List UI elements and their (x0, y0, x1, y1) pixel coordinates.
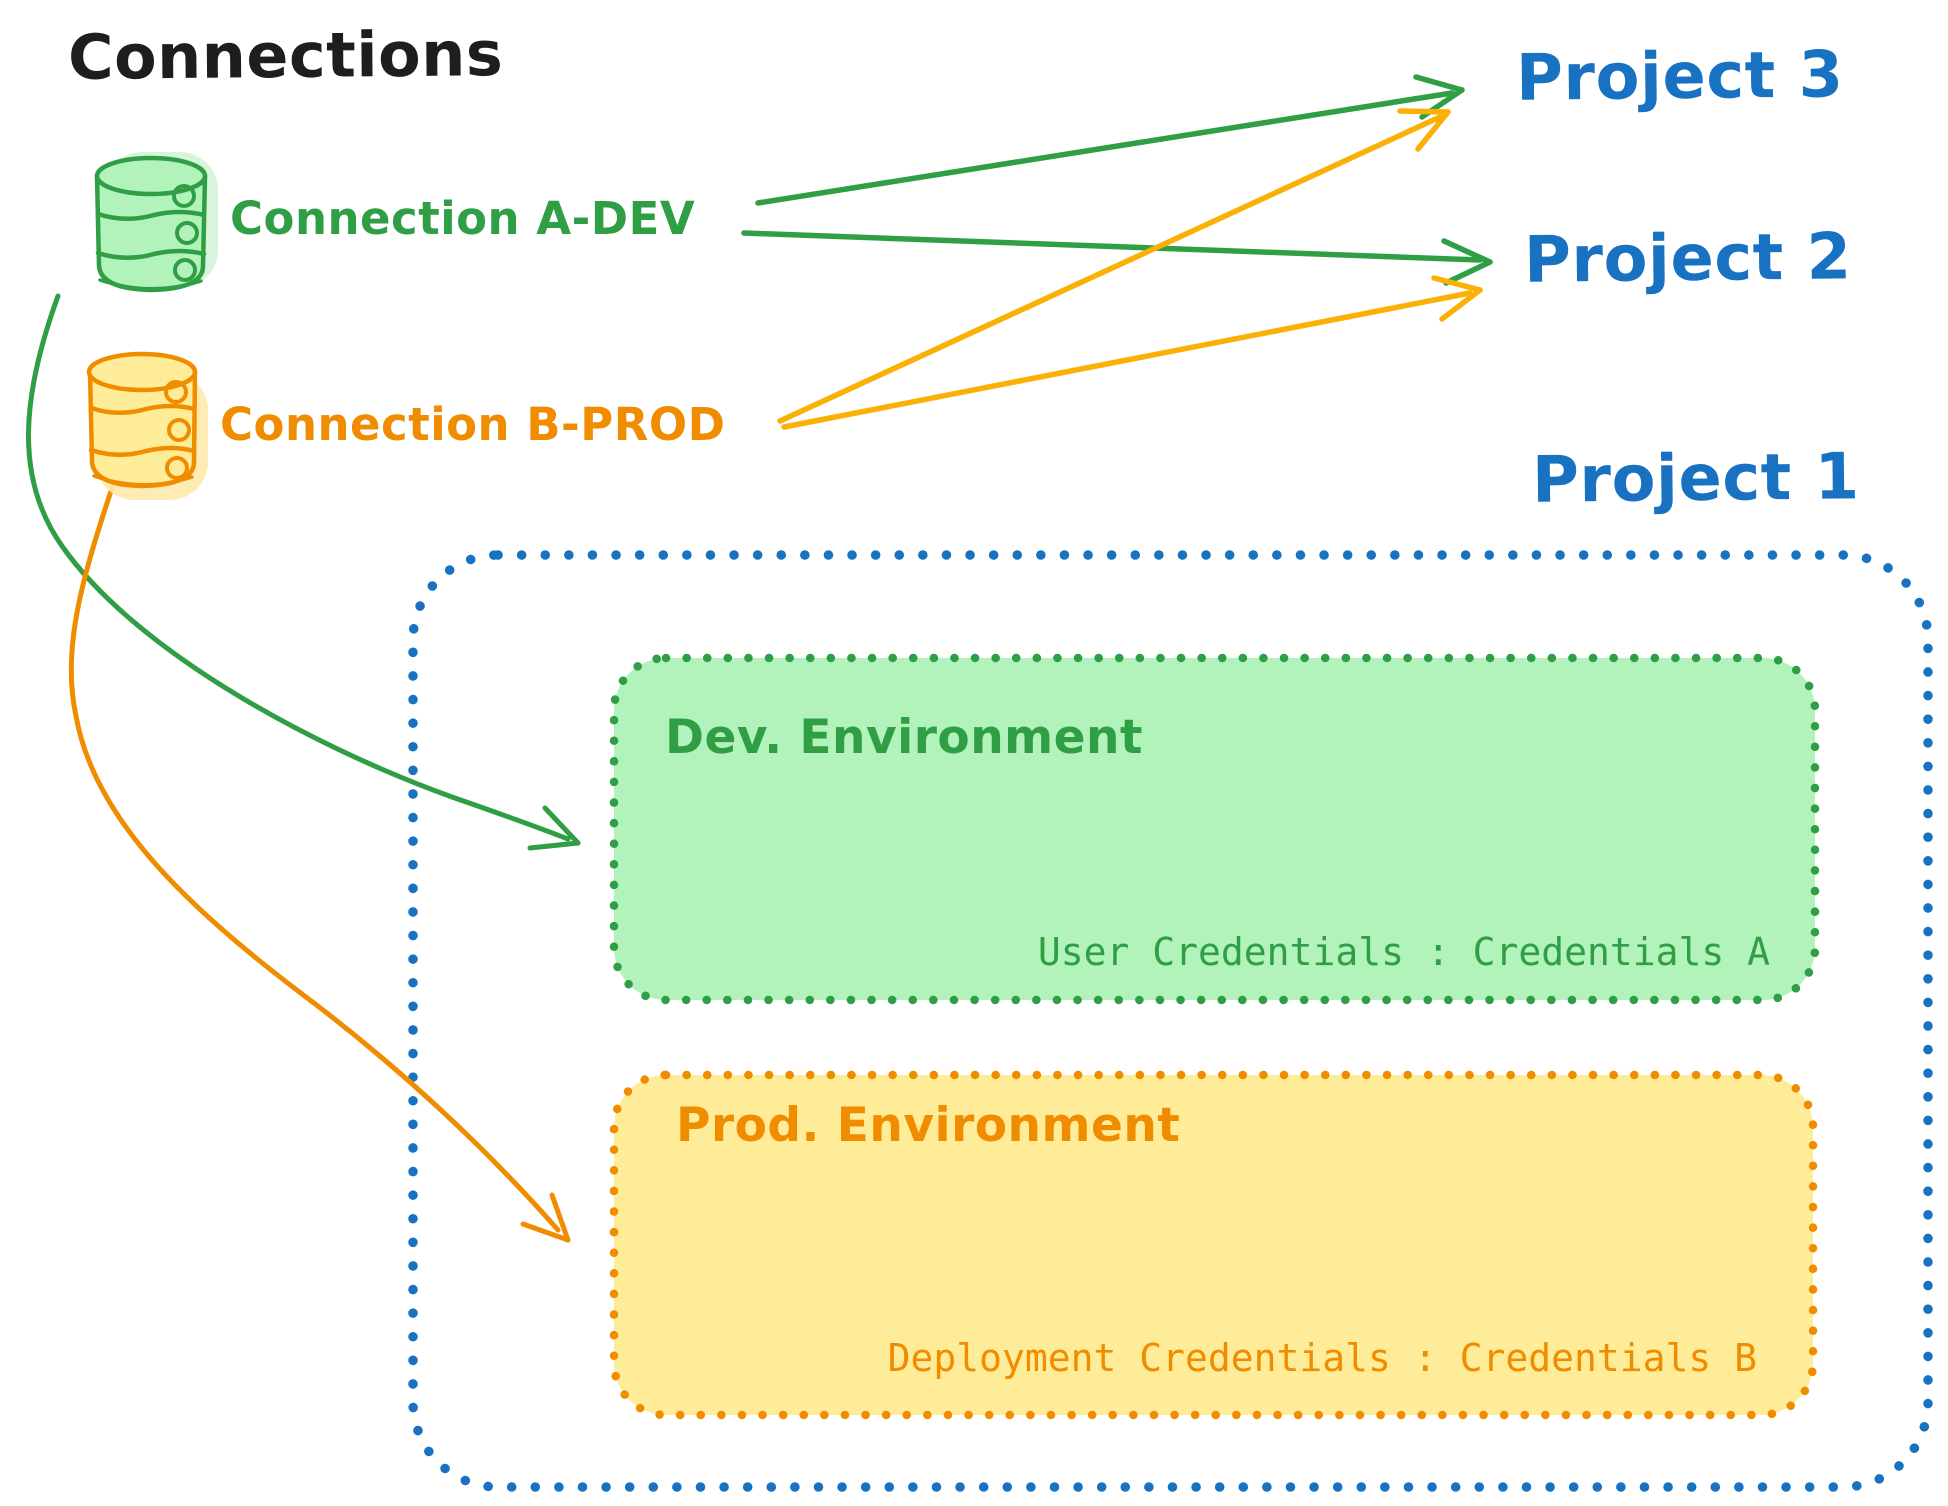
arrow-a-dev-to-project2 (741, 230, 1493, 286)
arrow-a-dev-to-project3 (755, 74, 1465, 206)
prod-credentials-text: Deployment Credentials : Credentials B (887, 1336, 1757, 1380)
prod-environment-box (609, 1070, 1818, 1420)
database-icon-prod (86, 351, 208, 500)
project-2-label: Project 2 (1523, 220, 1853, 298)
project1-box (408, 550, 1933, 1492)
prod-environment-label: Prod. Environment (676, 1098, 1181, 1153)
dev-environment-box (609, 653, 1820, 1005)
connection-b-prod-label: Connection B-PROD (220, 398, 726, 451)
connection-a-dev-label: Connection A-DEV (230, 192, 696, 245)
project-1-label: Project 1 (1531, 440, 1861, 518)
database-icon-dev (94, 152, 218, 293)
arrow-b-prod-to-project2 (781, 275, 1483, 430)
diagram-title: Connections (67, 17, 504, 94)
project-3-label: Project 3 (1515, 38, 1845, 116)
arrow-dev-db-to-dev-environment (26, 293, 581, 851)
arrow-prod-db-to-prod-environment (68, 485, 571, 1243)
arrow-b-prod-to-project3 (777, 108, 1451, 424)
dev-environment-label: Dev. Environment (665, 710, 1143, 765)
dev-credentials-text: User Credentials : Credentials A (1037, 930, 1770, 974)
